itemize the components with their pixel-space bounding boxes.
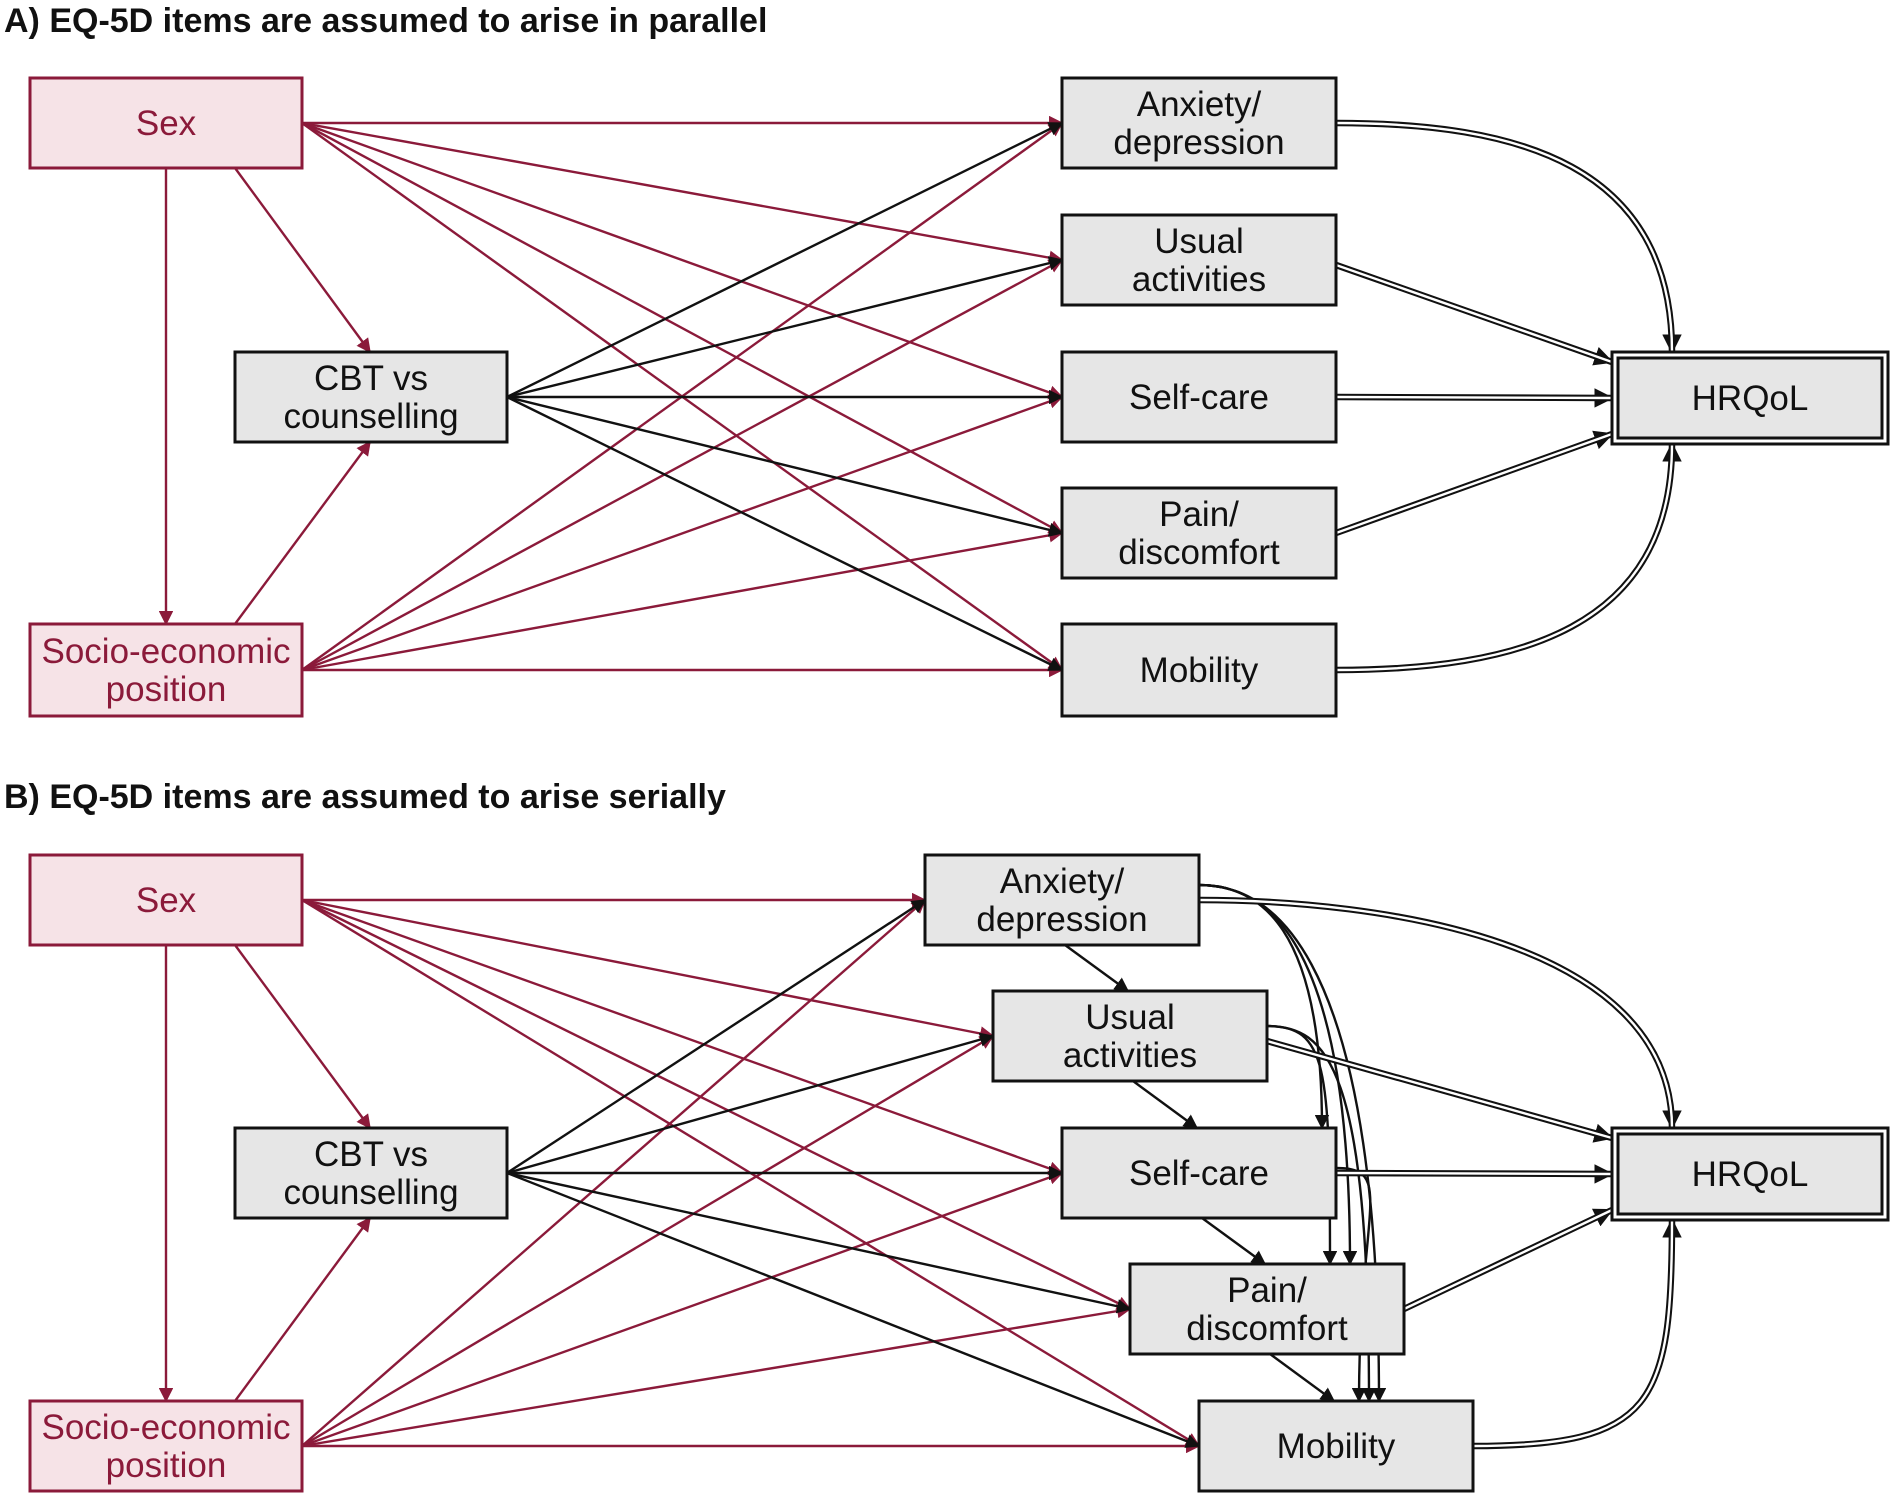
edge-cbt-to-pai bbox=[506, 1171, 1132, 1314]
edge-sex-to-usu bbox=[301, 898, 995, 1041]
edge-ses-to-cbt bbox=[234, 1216, 371, 1402]
node-slf: Self-care bbox=[1060, 1126, 1338, 1220]
node-mob-label: Mobility bbox=[1277, 1427, 1396, 1466]
node-pai-label: discomfort bbox=[1118, 533, 1280, 572]
node-mob: Mobility bbox=[1060, 622, 1338, 718]
edge-cbt-to-anx bbox=[506, 121, 1064, 399]
edge-sex-to-cbt bbox=[234, 944, 371, 1130]
edge-ses-to-usu bbox=[301, 1034, 995, 1448]
node-usu-label: Usual bbox=[1085, 998, 1174, 1037]
node-sex: Sex bbox=[28, 76, 304, 170]
edge-pai-to-mob bbox=[1269, 1353, 1336, 1402]
node-cbt-label: counselling bbox=[283, 1173, 458, 1212]
edge-cbt-to-mob bbox=[506, 395, 1064, 672]
edge-sex-to-slf bbox=[301, 121, 1064, 400]
edge-mob-to-hrq bbox=[1472, 1218, 1682, 1450]
edge-anx-to-usu bbox=[1064, 944, 1130, 992]
node-hrq: HRQoL bbox=[1610, 350, 1890, 446]
edge-pai-to-hrq bbox=[1334, 430, 1614, 537]
edge-sex-to-cbt bbox=[234, 167, 371, 354]
node-mob: Mobility bbox=[1197, 1399, 1475, 1493]
node-anx-label: depression bbox=[1113, 123, 1284, 162]
node-pai-label: Pain/ bbox=[1227, 1271, 1307, 1310]
node-pai: Pain/discomfort bbox=[1060, 486, 1338, 580]
node-slf-label: Self-care bbox=[1129, 378, 1269, 417]
node-anx: Anxiety/depression bbox=[923, 853, 1201, 947]
edge-sex-to-pai bbox=[301, 898, 1132, 1311]
node-anx: Anxiety/depression bbox=[1060, 76, 1338, 170]
node-sex-label: Sex bbox=[136, 881, 197, 920]
edge-usu-to-hrq bbox=[1334, 261, 1614, 366]
edge-usu-to-slf bbox=[1132, 1080, 1199, 1129]
edge-sex-to-pai bbox=[301, 121, 1064, 535]
node-pai: Pain/discomfort bbox=[1128, 1262, 1406, 1356]
node-anx-label: depression bbox=[976, 900, 1147, 939]
node-ses-label: Socio-economic bbox=[42, 1408, 291, 1447]
edge-sex-to-slf bbox=[301, 898, 1064, 1176]
edge-slf-to-hrq bbox=[1335, 1164, 1614, 1184]
edge-cbt-to-usu bbox=[506, 256, 1064, 399]
edge-mob-to-hrq bbox=[1335, 442, 1682, 674]
node-slf-label: Self-care bbox=[1129, 1154, 1269, 1193]
node-ses-label: position bbox=[106, 1446, 227, 1485]
node-anx-label: Anxiety/ bbox=[1137, 85, 1262, 124]
node-sex: Sex bbox=[28, 853, 304, 947]
edge-anx-to-mob bbox=[1198, 883, 1387, 1403]
node-pai-label: discomfort bbox=[1186, 1309, 1348, 1348]
edge-slf-to-pai bbox=[1201, 1217, 1267, 1265]
node-ses-label: Socio-economic bbox=[42, 632, 291, 671]
node-mob-label: Mobility bbox=[1140, 651, 1259, 690]
node-hrq-label: HRQoL bbox=[1692, 1155, 1809, 1194]
panel-b-title: B) EQ-5D items are assumed to arise seri… bbox=[4, 778, 726, 816]
node-sex-label: Sex bbox=[136, 104, 197, 143]
node-usu-label: activities bbox=[1132, 260, 1266, 299]
node-pai-label: Pain/ bbox=[1159, 495, 1239, 534]
panel-a-title: A) EQ-5D items are assumed to arise in p… bbox=[4, 2, 767, 40]
edge-sex-to-usu bbox=[301, 121, 1064, 265]
edge-usu-to-hrq bbox=[1266, 1037, 1614, 1143]
node-anx-label: Anxiety/ bbox=[1000, 862, 1125, 901]
edge-ses-to-pai bbox=[301, 1304, 1132, 1448]
node-cbt-label: counselling bbox=[283, 397, 458, 436]
edge-ses-to-cbt bbox=[234, 440, 371, 625]
node-slf: Self-care bbox=[1060, 350, 1338, 444]
node-usu-label: activities bbox=[1063, 1036, 1197, 1075]
edge-ses-to-slf bbox=[301, 394, 1064, 672]
edge-anx-to-hrq bbox=[1335, 119, 1682, 354]
edge-slf-to-hrq bbox=[1335, 388, 1614, 408]
edge-anx-to-hrq bbox=[1198, 896, 1682, 1130]
edge-ses-to-usu bbox=[301, 258, 1064, 672]
edge-cbt-to-anx bbox=[506, 898, 927, 1175]
edge-cbt-to-pai bbox=[506, 395, 1064, 537]
edge-cbt-to-usu bbox=[506, 1032, 995, 1175]
edge-ses-to-pai bbox=[301, 528, 1064, 672]
edge-cbt-to-mob bbox=[506, 1171, 1201, 1448]
node-hrq-label: HRQoL bbox=[1692, 379, 1809, 418]
node-cbt-label: CBT vs bbox=[314, 359, 428, 398]
edge-ses-to-slf bbox=[301, 1170, 1064, 1448]
node-ses-label: position bbox=[106, 670, 227, 709]
node-hrq: HRQoL bbox=[1610, 1126, 1890, 1222]
edge-pai-to-hrq bbox=[1402, 1207, 1614, 1312]
node-usu-label: Usual bbox=[1154, 222, 1243, 261]
node-cbt-label: CBT vs bbox=[314, 1135, 428, 1174]
